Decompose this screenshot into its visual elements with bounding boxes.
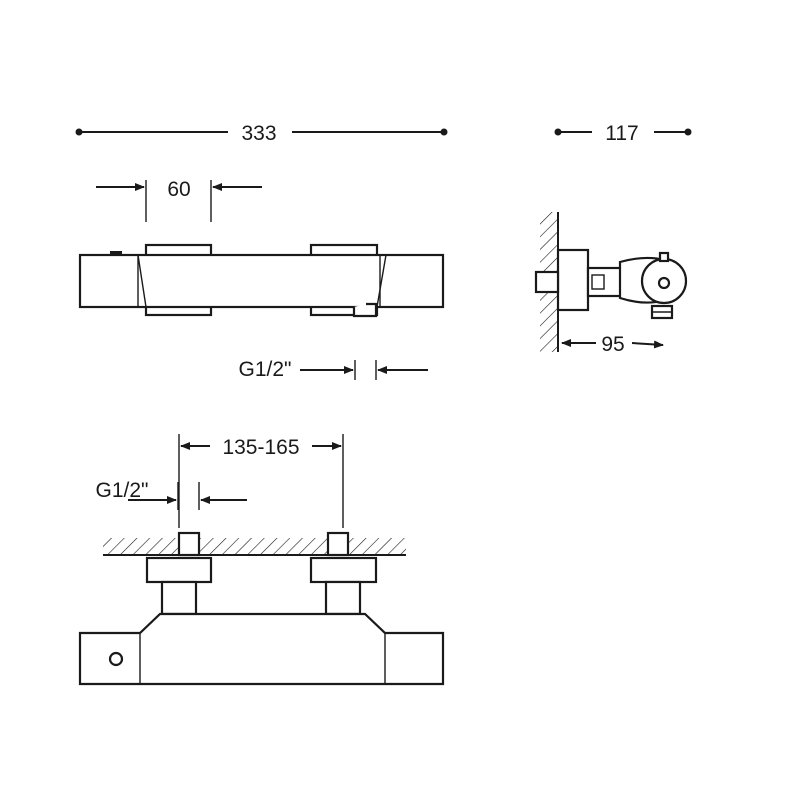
dimension-overall-depth: 117 [554,122,692,145]
dimension-label-333: 333 [241,122,276,145]
front-view [78,531,445,686]
dimension-centers-range: 135-165 [178,434,344,528]
dimension-label-outlet-thread: G1/2" [239,358,292,381]
dimension-wall-projection: 95 [561,333,664,356]
dimension-label-95: 95 [601,333,624,356]
dimension-handle-width: 60 [96,178,262,222]
dimension-label-117: 117 [605,122,638,145]
front-mixer-body [78,612,445,686]
left-coupling [145,556,213,584]
front-hole [108,651,124,667]
right-coupling [309,556,378,584]
side-view [534,212,688,352]
right-inlet-stub [326,531,350,557]
left-nut [160,580,198,616]
wall-surface-hatch [103,538,406,555]
outlet-nozzle [352,302,378,318]
left-inlet-stub [177,531,201,557]
wall-flange [556,248,590,312]
inlet-stub [534,270,560,294]
mixer-body [78,253,445,309]
indicator-mark [110,251,122,256]
right-nut [324,580,362,616]
dimension-outlet-thread: G1/2" [239,358,428,381]
dimension-inlet-thread: G1/2" [96,479,247,510]
dimension-label-135-165: 135-165 [222,436,299,459]
dimension-label-60: 60 [167,178,190,201]
dimension-label-inlet-thread: G1/2" [96,479,149,502]
dimension-overall-width: 333 [75,122,448,145]
top-view-body [78,243,445,318]
